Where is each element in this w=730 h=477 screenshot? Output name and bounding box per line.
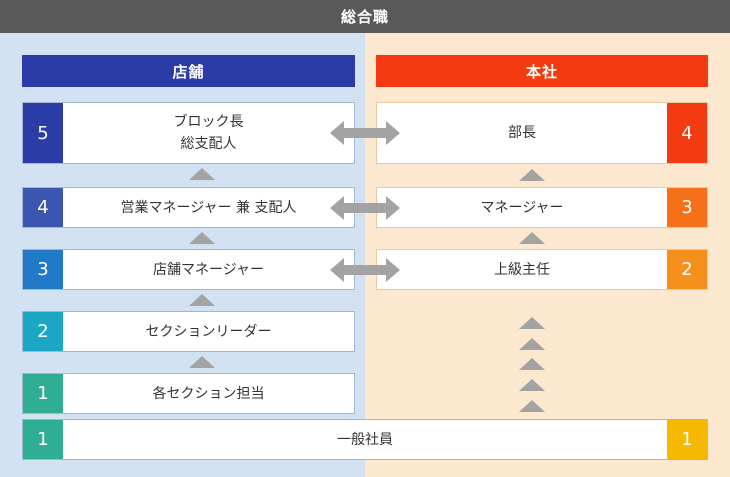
- level-label: 各セクション担当: [152, 385, 265, 402]
- up-arrow-icon: [189, 294, 215, 306]
- up-arrow-icon: [189, 168, 215, 180]
- hq-header: 本社: [376, 55, 708, 87]
- store-level-5: 5 ブロック長 総支配人: [22, 102, 355, 164]
- store-header: 店舗: [22, 55, 355, 87]
- level-label: ブロック長 総支配人: [63, 111, 354, 155]
- level-number: 3: [23, 250, 63, 289]
- level-number: 1: [23, 374, 63, 413]
- level-number: 5: [23, 103, 63, 163]
- up-arrow-icon: [519, 358, 545, 370]
- up-arrow-icon: [189, 232, 215, 244]
- up-arrow-icon: [189, 356, 215, 368]
- level-label-line: ブロック長: [173, 114, 244, 130]
- level-label: セクションリーダー: [145, 323, 272, 340]
- store-level-4: 4 営業マネージャー 兼 支配人: [22, 187, 355, 228]
- up-arrow-icon: [519, 400, 545, 412]
- double-arrow-icon: [330, 121, 400, 145]
- store-level-3: 3 店舗マネージャー: [22, 249, 355, 290]
- level-label: 上級主任: [494, 261, 550, 278]
- up-arrow-icon: [519, 169, 545, 181]
- up-arrow-icon: [519, 232, 545, 244]
- level-label: 営業マネージャー 兼 支配人: [120, 199, 297, 216]
- up-arrow-icon: [519, 338, 545, 350]
- level-number-right: 1: [667, 420, 707, 459]
- chart-title: 総合職: [0, 0, 730, 33]
- level-number-left: 1: [23, 420, 63, 459]
- hq-level-2: 上級主任 2: [376, 249, 708, 290]
- hq-level-4: 部長 4: [376, 102, 708, 164]
- level-number: 2: [667, 250, 707, 289]
- double-arrow-icon: [330, 258, 400, 282]
- up-arrow-icon: [519, 317, 545, 329]
- level-label-line: 総支配人: [180, 136, 237, 152]
- general-label: 一般社員: [337, 431, 393, 448]
- up-arrow-icon: [519, 379, 545, 391]
- general-staff: 1 一般社員 1: [22, 419, 708, 460]
- level-label: 部長: [508, 125, 536, 141]
- level-number: 4: [667, 103, 707, 163]
- level-label: マネージャー: [480, 199, 564, 216]
- level-label: 店舗マネージャー: [152, 261, 265, 278]
- store-level-2: 2 セクションリーダー: [22, 311, 355, 352]
- hq-level-3: マネージャー 3: [376, 187, 708, 228]
- level-number: 3: [667, 188, 707, 227]
- store-level-1: 1 各セクション担当: [22, 373, 355, 414]
- double-arrow-icon: [330, 196, 400, 220]
- level-number: 2: [23, 312, 63, 351]
- level-number: 4: [23, 188, 63, 227]
